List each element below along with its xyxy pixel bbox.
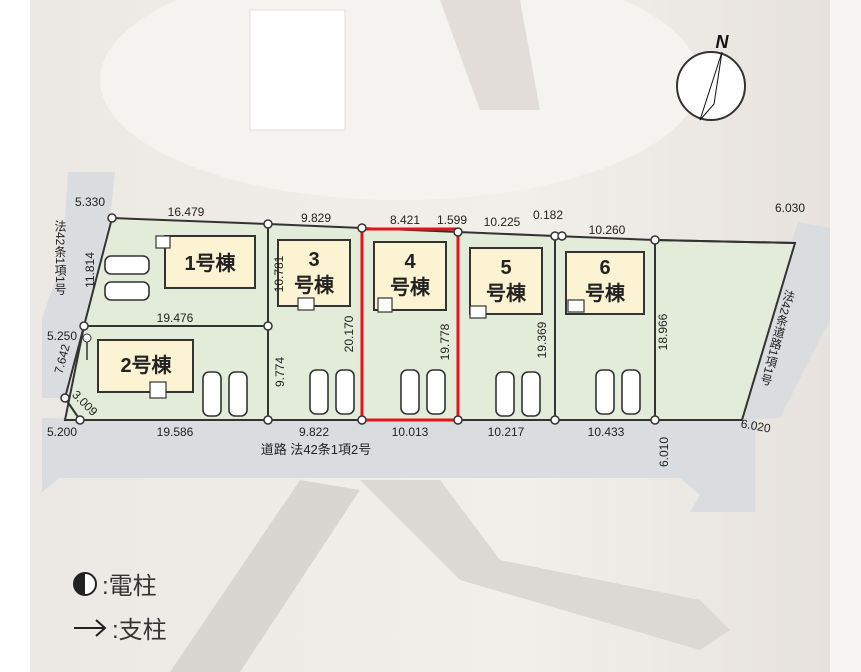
- lot-2-building: [97, 339, 194, 393]
- west-road-text: 法42条1項1号: [53, 220, 67, 295]
- south-road-label: 道路 法42条1項2号: [261, 442, 372, 457]
- dim-5200: 5.200: [47, 425, 77, 439]
- dim-1599: 1.599: [437, 213, 467, 227]
- half-circle-icon: [73, 571, 97, 596]
- east-road: [738, 222, 830, 420]
- dim-10260: 10.260: [589, 223, 626, 237]
- lot-4-highlight: [360, 227, 460, 422]
- utility-pole-icons: [82, 333, 92, 360]
- lot-5-label: 号棟: [486, 281, 527, 305]
- lot-4-label: 号棟: [390, 275, 431, 299]
- arrow-right-icon: [74, 618, 107, 637]
- lot-6-num: 6: [599, 257, 610, 279]
- lot-5-building: [469, 247, 543, 315]
- dim-6020: 6.020: [740, 417, 772, 436]
- lot-5-num: 5: [500, 257, 511, 279]
- dim-0182: 0.182: [533, 208, 563, 222]
- dim-19778: 19.778: [438, 323, 452, 360]
- dim-5330: 5.330: [75, 195, 105, 209]
- dim-20170: 20.170: [342, 315, 356, 352]
- dim-9822: 9.822: [299, 425, 329, 439]
- legend-stay: :支柱: [72, 610, 167, 645]
- legend-pole-label: :電柱: [102, 573, 157, 600]
- dim-10217: 10.217: [488, 425, 525, 439]
- lot-6-label: 号棟: [585, 281, 626, 305]
- dim-10225: 10.225: [484, 215, 521, 229]
- lot-4-num: 4: [404, 251, 416, 273]
- dim-18966: 18.966: [656, 313, 670, 350]
- lot-3-num: 3: [308, 249, 319, 271]
- dim-8421: 8.421: [390, 213, 420, 227]
- dim-9774: 9.774: [273, 357, 287, 387]
- dim-10781: 10.781: [272, 255, 286, 292]
- north-arrow-icon: N: [676, 32, 746, 121]
- west-road: [42, 172, 115, 398]
- dim-19586: 19.586: [157, 425, 194, 439]
- dim-19369: 19.369: [535, 321, 549, 358]
- dim-16479: 16.479: [168, 205, 205, 219]
- lot-1-building: [164, 235, 256, 289]
- legend-pole: :電柱: [72, 566, 157, 601]
- dim-10013: 10.013: [392, 425, 429, 439]
- dim-6010: 6.010: [657, 437, 671, 467]
- entrance-icons: [149, 235, 585, 399]
- lot-3-label: 号棟: [294, 273, 335, 297]
- west-road-label: 法42条1項1号: [53, 220, 67, 295]
- lot-1-label: 1号棟: [184, 251, 236, 275]
- dim-11814: 11.814: [83, 252, 97, 288]
- dim-5250: 5.250: [47, 329, 77, 343]
- dim-9829: 9.829: [301, 211, 331, 225]
- legend-stay-label: :支柱: [112, 617, 167, 644]
- dim-10433: 10.433: [588, 425, 625, 439]
- dim-6030: 6.030: [775, 201, 805, 215]
- north-label: N: [716, 32, 730, 52]
- lot-2-label: 2号棟: [120, 353, 172, 377]
- parking-cars: [104, 255, 641, 417]
- south-road: [42, 408, 755, 512]
- dim-19476: 19.476: [157, 311, 194, 325]
- boundary-markers: [60, 213, 660, 425]
